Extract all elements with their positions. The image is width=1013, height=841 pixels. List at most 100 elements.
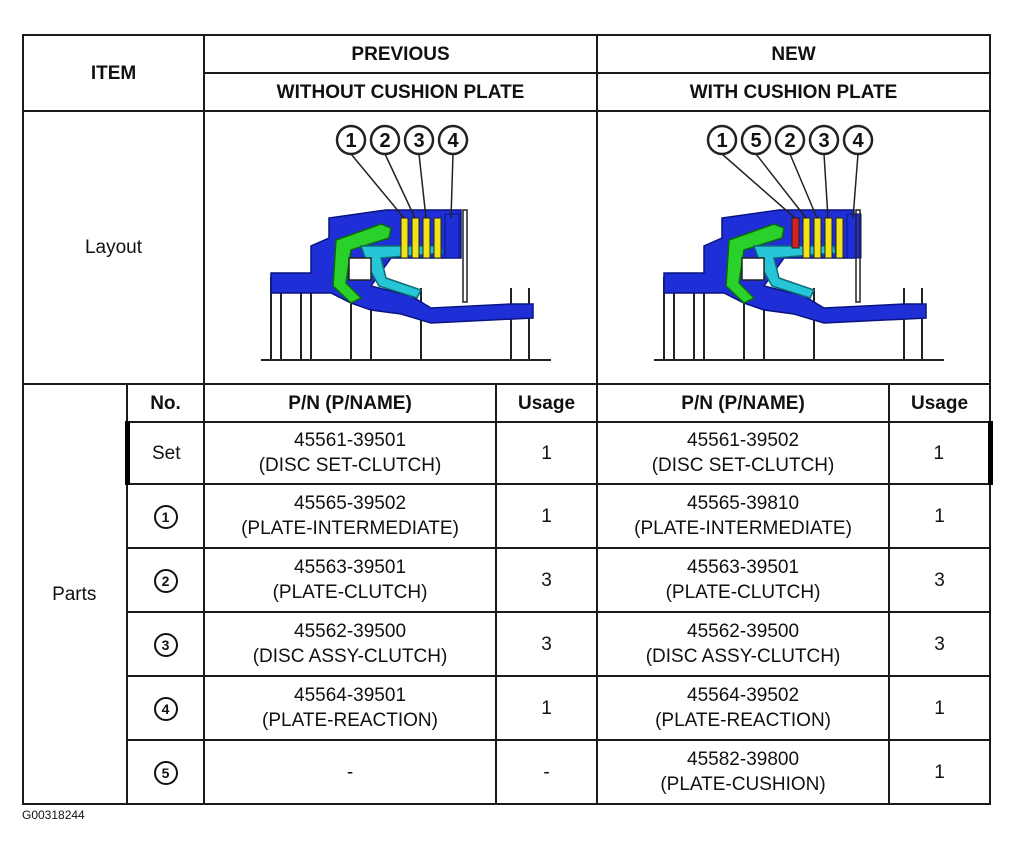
table-row: Set 45561-39501 (DISC SET-CLUTCH) 1 4556…: [23, 421, 993, 485]
prev-part-number: 45563-39501: [294, 557, 407, 578]
new-header: NEW: [596, 34, 992, 74]
return-spring: [740, 256, 765, 281]
new-part-cell: 45562-39500 (DISC ASSY-CLUTCH): [596, 611, 891, 677]
callout-leader-line: [417, 153, 427, 218]
clutch-disc: [824, 217, 833, 258]
callout-number: 2: [379, 130, 390, 152]
clutch-disc: [835, 217, 844, 258]
part-no: Set: [124, 421, 206, 485]
table-row: 3 45562-39500 (DISC ASSY-CLUTCH) 3 45562…: [23, 611, 992, 677]
part-no-cell: 4: [125, 675, 206, 741]
callout-number: 4: [447, 130, 459, 152]
callout-number: 2: [784, 130, 795, 152]
parts-label: Parts: [22, 383, 128, 805]
new-usage: 1: [888, 421, 993, 485]
prev-part-number: 45564-39501: [294, 685, 407, 706]
prev-part-number: -: [346, 761, 354, 783]
previous-subheader: WITHOUT CUSHION PLATE: [203, 72, 599, 112]
callout-leader-line: [822, 153, 829, 218]
prev-part-cell: 45561-39501 (DISC SET-CLUTCH): [203, 421, 498, 485]
new-part-cell: 45561-39502 (DISC SET-CLUTCH): [596, 421, 891, 485]
col-no-header: No.: [125, 383, 206, 423]
previous-layout-cell: 1 2 3 4: [203, 110, 599, 385]
callout-circle: [842, 124, 873, 155]
new-usage: 1: [888, 739, 992, 805]
prev-part-name: (PLATE-INTERMEDIATE): [241, 518, 459, 539]
figure-id: G00318244: [22, 808, 85, 822]
prev-part-cell: 45563-39501 (PLATE-CLUTCH): [203, 547, 498, 613]
new-part-cell: 45564-39502 (PLATE-REACTION): [596, 675, 891, 741]
new-part-name: (PLATE-INTERMEDIATE): [634, 518, 852, 539]
cushion-plate: [791, 217, 800, 248]
callout-circle: [369, 124, 400, 155]
prev-part-cell: 45564-39501 (PLATE-REACTION): [203, 675, 498, 741]
prev-part-cell: 45562-39500 (DISC ASSY-CLUTCH): [203, 611, 498, 677]
prev-part-number: 45565-39502: [294, 493, 407, 514]
callout-circle: [335, 124, 366, 155]
table-row: 2 45563-39501 (PLATE-CLUTCH) 3 45563-395…: [23, 547, 992, 613]
clutch-disc: [411, 217, 420, 258]
part-no-cell: 5: [125, 739, 206, 805]
part-no-badge: 2: [153, 568, 178, 593]
new-part-number: 45565-39810: [687, 493, 800, 514]
new-part-cell: 45565-39810 (PLATE-INTERMEDIATE): [596, 483, 891, 549]
callout-leader-line: [349, 153, 405, 218]
prev-part-number: 45562-39500: [294, 621, 407, 642]
new-part-cell: 45582-39800 (PLATE-CUSHION): [596, 739, 891, 805]
clutch-disc: [433, 217, 442, 258]
callout-circle: [808, 124, 839, 155]
new-part-name: (DISC ASSY-CLUTCH): [645, 646, 841, 667]
prev-part-name: (PLATE-REACTION): [262, 710, 438, 731]
new-part-number: 45564-39502: [687, 685, 800, 706]
part-no-cell: 2: [125, 547, 206, 613]
callout-circle: [774, 124, 805, 155]
clutch-disc: [813, 217, 822, 258]
new-part-number: 45563-39501: [687, 557, 800, 578]
new-usage: 1: [888, 483, 992, 549]
item-header: ITEM: [21, 34, 206, 112]
clutch-housing: [662, 208, 927, 324]
new-usage: 1: [888, 675, 992, 741]
new-part-cell: 45563-39501 (PLATE-CLUTCH): [596, 547, 891, 613]
prev-usage: 3: [495, 547, 599, 613]
retainer-line: [461, 208, 468, 303]
part-no-cell: 1: [125, 483, 206, 549]
callout-number: 1: [716, 130, 727, 152]
clutch-hub: [359, 244, 444, 299]
clutch-hub: [752, 244, 837, 299]
new-subheader: WITH CUSHION PLATE: [596, 72, 992, 112]
callout-circle: [706, 124, 737, 155]
callout-number: 1: [345, 130, 356, 152]
prev-part-cell: -: [203, 739, 498, 805]
reaction-plate: [444, 213, 460, 258]
col-prev-pn-header: P/N (P/NAME): [203, 383, 498, 423]
prev-usage: 1: [495, 675, 599, 741]
new-part-name: (PLATE-CLUTCH): [665, 582, 821, 603]
callout-leader-line: [721, 152, 796, 219]
callout-leader-line: [788, 153, 818, 218]
prev-part-name: (PLATE-CLUTCH): [272, 582, 428, 603]
table-row: 4 45564-39501 (PLATE-REACTION) 1 45564-3…: [23, 675, 992, 741]
prev-usage: 3: [495, 611, 599, 677]
part-no-badge: 1: [153, 504, 178, 529]
part-no-badge: 4: [153, 696, 178, 721]
callout-number: 5: [750, 130, 761, 152]
callout-number: 3: [413, 130, 424, 152]
prev-usage: -: [495, 739, 599, 805]
prev-part-name: (DISC ASSY-CLUTCH): [252, 646, 448, 667]
part-no-badge: 5: [153, 760, 178, 785]
previous-clutch-layout-diagram: 1 2 3 4: [260, 124, 551, 361]
clutch-disc: [400, 217, 409, 258]
return-spring: [347, 256, 372, 281]
clutch-disc: [422, 217, 431, 258]
new-part-name: (PLATE-REACTION): [655, 710, 831, 731]
new-usage: 3: [888, 611, 992, 677]
prev-usage: 1: [495, 483, 599, 549]
col-prev-usage-header: Usage: [495, 383, 599, 423]
clutch-housing: [269, 208, 534, 324]
callout-leader-line: [754, 153, 807, 218]
callout-leader-line: [383, 153, 416, 218]
new-part-number: 45561-39502: [687, 430, 800, 451]
